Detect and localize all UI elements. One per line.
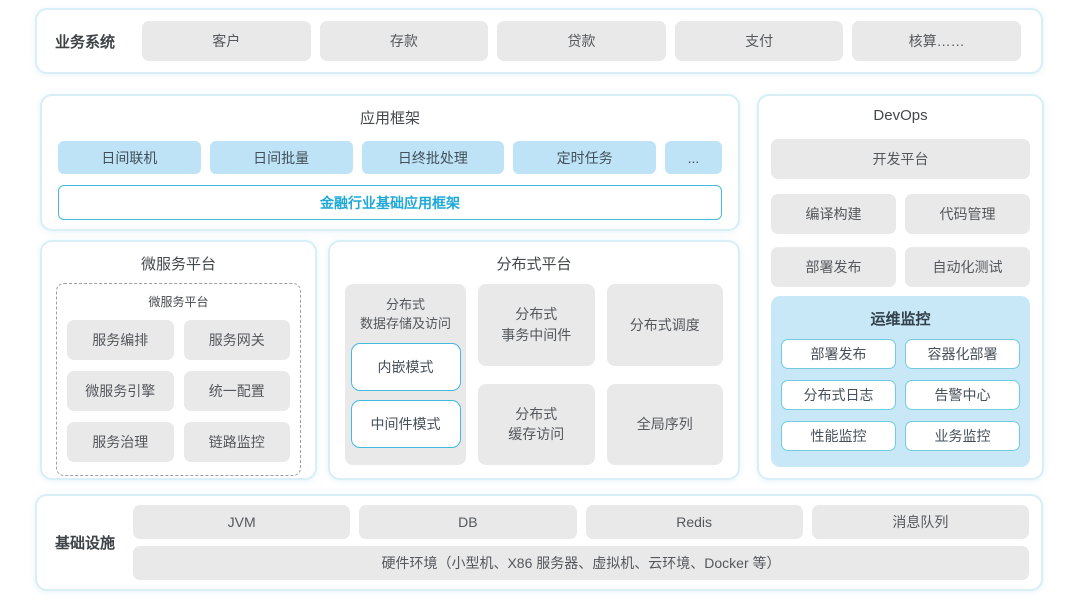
microservice-inner-box: 微服务平台 服务编排 服务网关 微服务引擎 统一配置 服务治理 链路监控 [56,283,301,476]
infrastructure-body: JVM DB Redis 消息队列 硬件环境（小型机、X86 服务器、虚拟机、云… [133,505,1029,580]
microservice-inner-title: 微服务平台 [148,295,209,309]
devops-tool-auto-test: 自动化测试 [905,247,1030,287]
infra-item-jvm: JVM [133,505,351,539]
business-item-loan: 贷款 [497,21,666,61]
business-item-accounting: 核算…… [852,21,1021,61]
devops-tools: 编译构建 代码管理 部署发布 自动化测试 [771,194,1030,287]
ops-monitoring-title: 运维监控 [870,311,931,328]
devops-title: DevOps [873,107,928,124]
infra-item-db: DB [359,505,577,539]
microservice-title: 微服务平台 [140,256,216,273]
app-framework-panel: 应用框架 日间联机 日间批量 日终批处理 定时任务 ... 金融行业基础应用框架 [40,94,740,231]
ops-item-deploy-release: 部署发布 [781,339,896,369]
microservice-grid: 服务编排 服务网关 微服务引擎 统一配置 服务治理 链路监控 [67,320,290,462]
dist-cell-transaction-middleware: 分布式 事务中间件 [478,284,595,366]
business-item-deposit: 存款 [319,21,489,61]
dist-cell-global-sequence: 全局序列 [606,383,723,465]
ops-monitoring-panel: 运维监控 部署发布 容器化部署 分布式日志 告警中心 性能监控 业务监控 [771,296,1030,467]
ops-item-distributed-log: 分布式日志 [781,380,896,410]
distributed-middle-column: 分布式 事务中间件 分布式 缓存访问 [478,284,595,465]
app-framework-title: 应用框架 [359,110,420,127]
micro-item-config: 统一配置 [183,371,290,411]
distributed-right-column: 分布式调度 全局序列 [606,284,723,465]
devops-tool-deploy-release: 部署发布 [771,247,896,287]
business-systems-panel: 业务系统 客户 存款 贷款 支付 核算…… [35,8,1043,74]
ops-item-biz-monitor: 业务监控 [905,421,1020,451]
infra-item-redis: Redis [585,505,803,539]
base-framework-box: 金融行业基础应用框架 [58,185,722,220]
dist-cell-scheduling: 分布式调度 [606,284,723,366]
micro-item-governance: 服务治理 [67,422,174,462]
ops-item-perf-monitor: 性能监控 [781,421,896,451]
distributed-storage-group: 分布式 数据存储及访问 内嵌模式 中间件模式 [345,284,466,465]
hardware-env-box: 硬件环境（小型机、X86 服务器、虚拟机、云环境、Docker 等） [133,546,1029,580]
module-chip-more: ... [665,141,722,174]
business-systems-label: 业务系统 [54,33,115,51]
micro-item-orchestration: 服务编排 [67,320,174,360]
storage-mode-middleware: 中间件模式 [350,399,461,448]
ops-item-container-deploy: 容器化部署 [905,339,1020,369]
microservice-panel: 微服务平台 微服务平台 服务编排 服务网关 微服务引擎 统一配置 服务治理 链路… [40,240,317,480]
module-chip-eod-batch: 日终批处理 [361,141,505,174]
devops-tool-compile-build: 编译构建 [771,194,896,234]
module-chip-daytime-batch: 日间批量 [209,141,353,174]
business-item-payment: 支付 [674,21,844,61]
distributed-body: 分布式 数据存储及访问 内嵌模式 中间件模式 分布式 事务中间件 分布式 缓存访… [345,284,723,465]
ops-item-alert-center: 告警中心 [905,380,1020,410]
devops-tool-code-mgmt: 代码管理 [905,194,1030,234]
storage-mode-embedded: 内嵌模式 [350,342,461,391]
module-chip-scheduled-task: 定时任务 [513,141,656,174]
micro-item-engine: 微服务引擎 [67,371,174,411]
module-chip-daytime-online: 日间联机 [58,141,201,174]
app-framework-modules: 日间联机 日间批量 日终批处理 定时任务 ... [58,141,722,174]
distributed-storage-label: 分布式 数据存储及访问 [359,297,451,331]
ops-monitoring-grid: 部署发布 容器化部署 分布式日志 告警中心 性能监控 业务监控 [781,339,1020,451]
micro-item-gateway: 服务网关 [183,320,290,360]
distributed-panel: 分布式平台 分布式 数据存储及访问 内嵌模式 中间件模式 分布式 事务中间件 分… [328,240,740,480]
dist-cell-cache-access: 分布式 缓存访问 [478,383,595,465]
infrastructure-panel: 基础设施 JVM DB Redis 消息队列 硬件环境（小型机、X86 服务器、… [35,494,1043,591]
infrastructure-label: 基础设施 [54,535,115,552]
devops-panel: DevOps 开发平台 编译构建 代码管理 部署发布 自动化测试 运维监控 部署… [757,94,1044,480]
business-item-customer: 客户 [142,21,311,61]
distributed-title: 分布式平台 [496,256,572,273]
dev-platform-box: 开发平台 [771,139,1030,179]
micro-item-tracing: 链路监控 [183,422,290,462]
infrastructure-row: JVM DB Redis 消息队列 [133,505,1029,539]
infra-item-mq: 消息队列 [811,505,1029,539]
